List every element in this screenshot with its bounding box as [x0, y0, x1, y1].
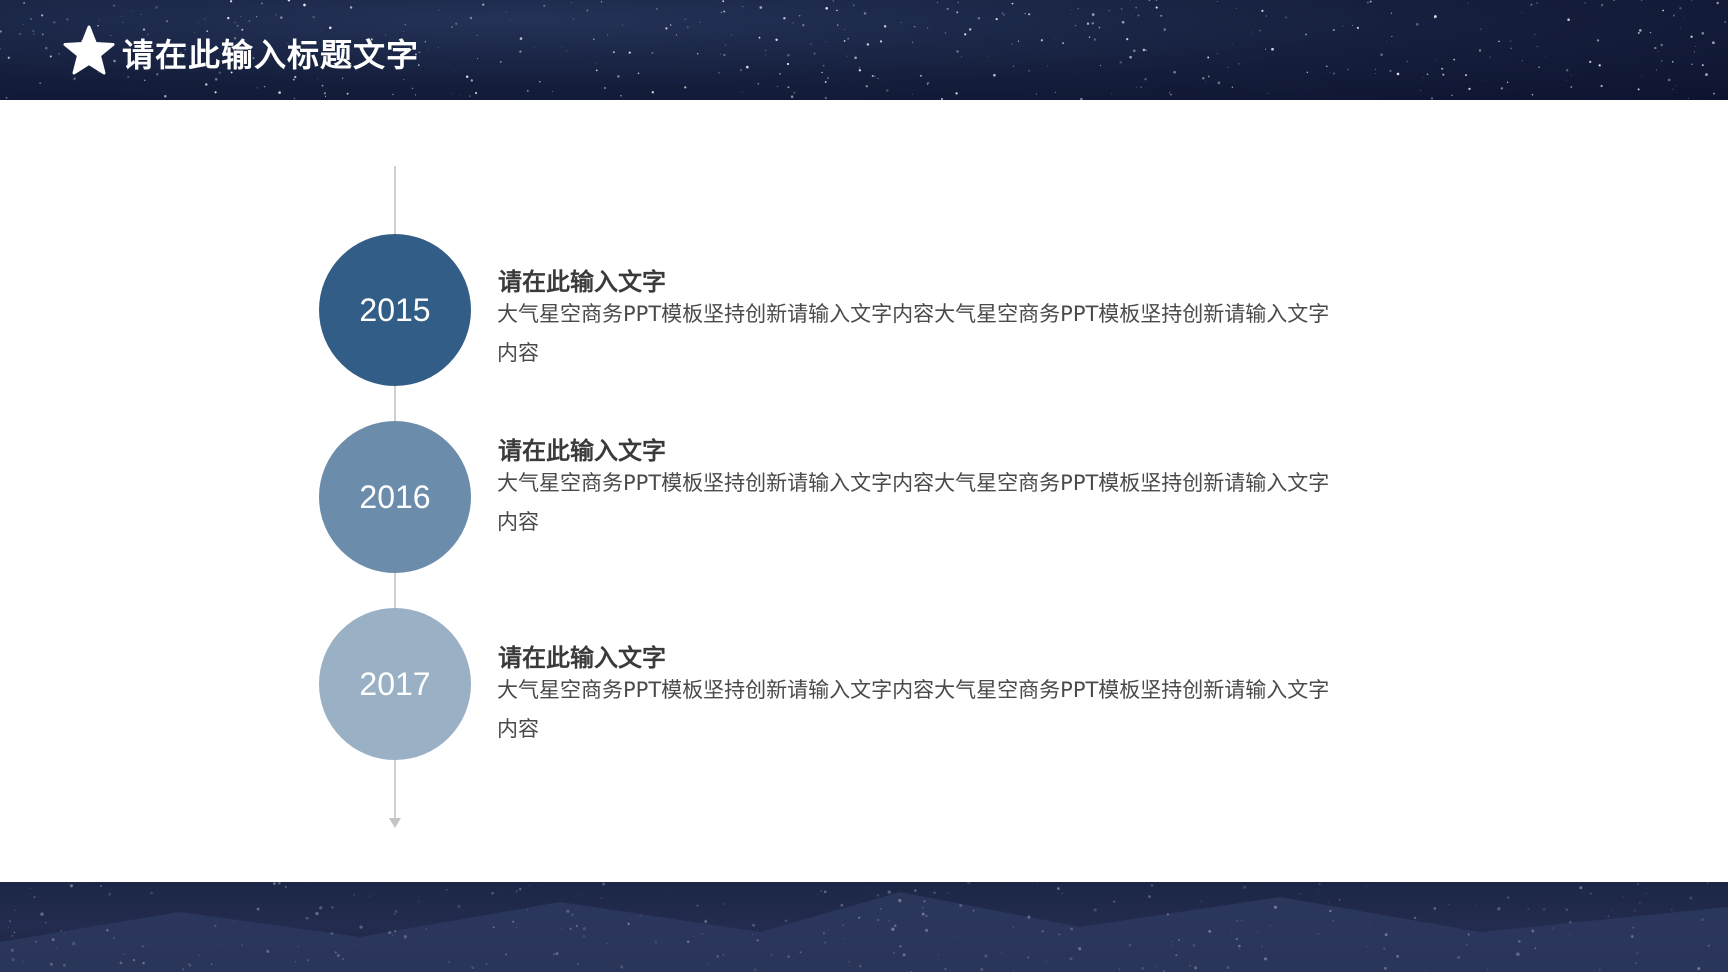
year-circle-2016: 2016: [319, 421, 471, 573]
arrow-down-icon: [389, 818, 401, 828]
timeline-item-description: 大气星空商务PPT模板坚持创新请输入文字内容大气星空商务PPT模板坚持创新请输入…: [497, 471, 1330, 534]
timeline-item-title: 请在此输入文字: [498, 437, 666, 465]
header-banner: 请在此输入标题文字: [0, 0, 1728, 100]
star-icon: [63, 25, 115, 75]
timeline-item-description: 大气星空商务PPT模板坚持创新请输入文字内容大气星空商务PPT模板坚持创新请输入…: [497, 302, 1330, 365]
year-circle-2015: 2015: [319, 234, 471, 386]
year-circle-2017: 2017: [319, 608, 471, 760]
page-title: 请在此输入标题文字: [122, 36, 420, 74]
footer-banner: [0, 882, 1728, 972]
mountain-background: [0, 882, 1728, 972]
timeline-item-description: 大气星空商务PPT模板坚持创新请输入文字内容大气星空商务PPT模板坚持创新请输入…: [497, 678, 1330, 741]
timeline-item-title: 请在此输入文字: [498, 268, 666, 296]
timeline-item-title: 请在此输入文字: [498, 644, 666, 672]
starfield-background: [0, 0, 1726, 100]
